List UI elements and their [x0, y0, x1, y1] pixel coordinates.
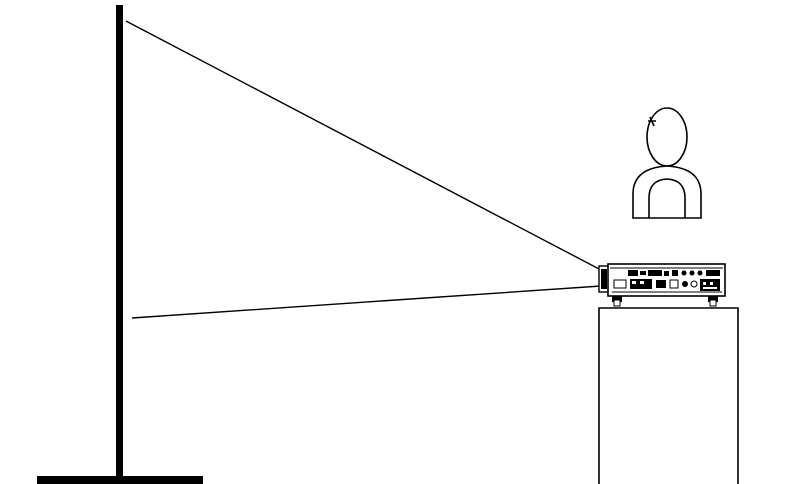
viewer-ear: [648, 116, 656, 127]
screen-base: [37, 476, 203, 484]
viewer-head: [646, 107, 688, 167]
viewer-shoulders-outer: [632, 165, 702, 219]
table-outline: [598, 307, 739, 484]
projector: [598, 263, 726, 307]
projection-beam: [125, 20, 602, 319]
projector-table: [598, 307, 739, 484]
beam-bottom-edge: [131, 285, 602, 319]
screen-pole: [116, 5, 123, 477]
beam-top-edge: [125, 20, 602, 271]
projector-foot-front: [612, 296, 622, 302]
screen-stand: [37, 5, 203, 484]
viewer-shoulders-inner: [648, 178, 686, 218]
projector-foot-rear: [708, 296, 718, 302]
viewer: [632, 107, 702, 219]
